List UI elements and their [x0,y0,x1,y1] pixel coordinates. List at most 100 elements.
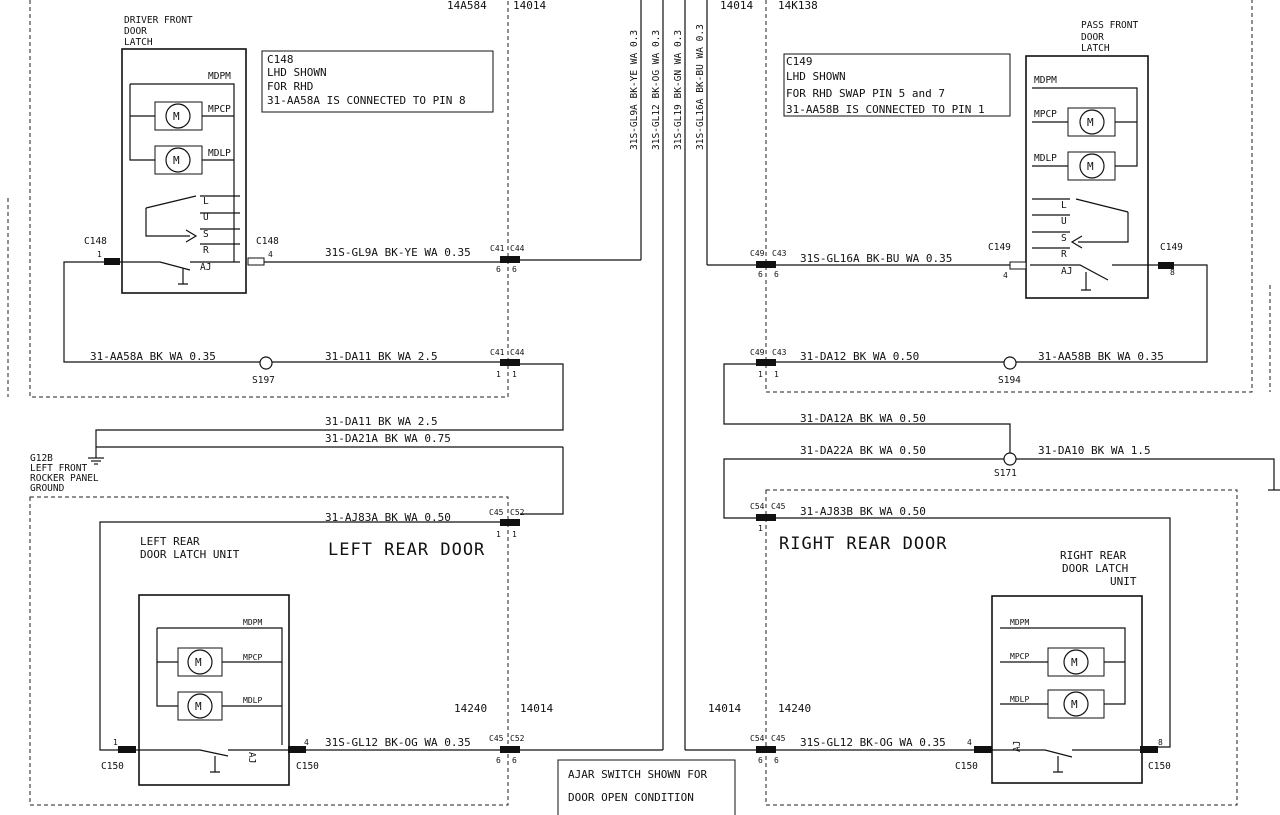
lr-mpcp-label: MPCP [243,653,262,662]
connector-c45-c52-lower [500,746,520,753]
lr-c150-left: C150 [101,761,124,772]
part-14014-right: 14014 [720,0,753,12]
pass-ajar-label: AJ [1061,266,1072,277]
part-14a584: 14A584 [447,0,487,12]
svg-text:M: M [195,656,202,669]
vwire-gl16a: 31S-GL16A BK-BU WA 0.3 [695,24,706,150]
c148-note-box [261,50,494,113]
splice-s194-label: S194 [998,375,1021,386]
right-rear-unit-1: RIGHT REAR [1060,549,1127,562]
driver-latch-box [121,48,247,294]
pass-mdpm-label: MDPM [1034,75,1057,86]
c49-lower-label: C49 [750,348,765,357]
lr-mdpm-label: MDPM [243,618,262,627]
connector-c49-c43 [756,261,776,268]
wire-gl16a-label: 31S-GL16A BK-BU WA 0.35 [800,252,952,265]
c148-note-1: C148 [267,53,294,66]
left-rear-unit-2: DOOR LATCH UNIT [140,548,240,561]
connector-c150-lr-pin1 [118,746,136,753]
right-rear-latch-box [991,595,1143,784]
c149-note-4: 31-AA58B IS CONNECTED TO PIN 1 [786,103,985,116]
vwire-gl12: 31S-GL12 BK-OG WA 0.3 [651,30,662,150]
right-rear-unit-2: DOOR LATCH [1062,562,1128,575]
pin-6: 6 [496,265,501,274]
c148-note-2: LHD SHOWN [267,66,327,79]
c45-lower-label: C45 [489,734,504,743]
motor-icon: M [154,145,203,175]
connector-c148-pin1 [104,258,120,265]
pass-latch-box [1025,55,1149,299]
rr-pin-4: 4 [967,738,972,747]
driver-mpcp-label: MPCP [208,104,231,115]
svg-text:M: M [1071,656,1078,669]
left-rear-title: LEFT REAR DOOR [328,540,485,560]
c148-pin-1: 1 [97,250,102,259]
pin-1: 1 [512,370,517,379]
wire-gl9a-label: 31S-GL9A BK-YE WA 0.35 [325,246,471,259]
svg-text:M: M [173,110,180,123]
pin-6: 6 [512,756,517,765]
c149-right-label: C149 [1160,242,1183,253]
motor-icon: M [1047,647,1105,677]
lr-ajar-label: AJ [246,752,257,763]
right-rear-title: RIGHT REAR DOOR [779,534,948,554]
ajar-note-2: DOOR OPEN CONDITION [568,791,694,804]
motor-icon: M [1067,151,1116,181]
connector-c54-c45-upper [756,514,776,521]
rr-pin-8: 8 [1158,738,1163,747]
c54-lower-label: C54 [750,734,765,743]
pass-front-zone [765,0,1253,393]
pin-6: 6 [496,756,501,765]
lr-pin-1: 1 [113,738,118,747]
wire-gl12-right-label: 31S-GL12 BK-OG WA 0.35 [800,736,946,749]
c41-lower-label: C41 [490,348,505,357]
connector-c150-lr-pin4 [288,746,306,753]
pin-1: 1 [512,530,517,539]
svg-text:M: M [173,154,180,167]
ajar-note-box [557,759,736,815]
driver-latch-title-2: DOOR [124,26,147,37]
lr-c150-right: C150 [296,761,319,772]
pin-1: 1 [496,370,501,379]
c149-note-3: FOR RHD SWAP PIN 5 and 7 [786,87,945,100]
wire-da11b-label: 31-DA11 BK WA 2.5 [325,415,438,428]
c43-lower-label: C43 [772,348,787,357]
splice-s171-label: S171 [994,468,1017,479]
lr-mdlp-label: MDLP [243,696,262,705]
driver-pin-r: R [203,245,209,256]
right-rear-zone [765,489,1238,806]
c148-left-label: C148 [84,236,107,247]
driver-mdlp-label: MDLP [208,148,231,159]
c149-note-2: LHD SHOWN [786,70,846,83]
wire-aj83a-label: 31-AJ83A BK WA 0.50 [325,511,451,524]
motor-icon: M [177,647,223,677]
rr-mpcp-label: MPCP [1010,652,1029,661]
pin-1: 1 [774,370,779,379]
pin-1: 1 [758,370,763,379]
pin-6: 6 [758,756,763,765]
connector-c149-pin4 [1009,261,1027,270]
rr-part-14240: 14240 [778,702,811,715]
c44-lower-label: C44 [510,348,525,357]
vwire-gl19: 31S-GL19 BK-GN WA 0.3 [673,30,684,150]
c148-note-3: FOR RHD [267,80,313,93]
connector-c49-c43-lower [756,359,776,366]
rr-mdpm-label: MDPM [1010,618,1029,627]
connector-c148-pin4 [247,257,265,266]
c148-right-label: C148 [256,236,279,247]
rr-c150-right: C150 [1148,761,1171,772]
c148-note-4: 31-AA58A IS CONNECTED TO PIN 8 [267,94,466,107]
motor-icon: M [154,101,203,131]
driver-front-zone [29,0,509,398]
pass-latch-title-1: PASS FRONT [1081,20,1138,31]
splice-s197-label: S197 [252,375,275,386]
pass-pin-u: U [1061,216,1067,227]
pass-pin-r: R [1061,249,1067,260]
pass-latch-title-3: LATCH [1081,43,1110,54]
connector-c149-pin8 [1158,262,1174,269]
ground-label-3: ROCKER PANEL [30,473,99,484]
left-rear-zone [29,496,509,806]
connector-c41-c44 [500,256,520,263]
pin-1: 1 [758,524,763,533]
lr-part-14240: 14240 [454,702,487,715]
